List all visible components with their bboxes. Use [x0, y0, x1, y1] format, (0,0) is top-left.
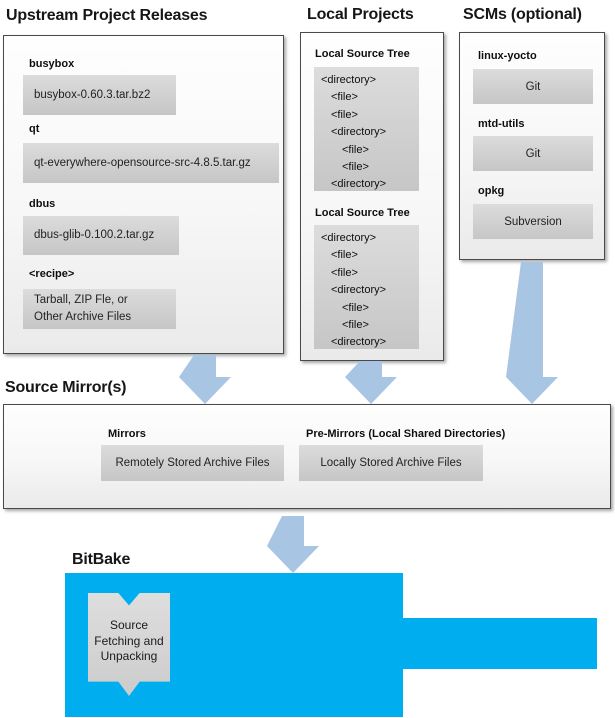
- source-mirrors-panel: Mirrors Remotely Stored Archive Files Pr…: [3, 404, 611, 509]
- scm-entry-label: linux-yocto: [478, 50, 537, 62]
- upstream-archive-box: dbus-glib-0.100.2.tar.gz: [23, 216, 179, 255]
- scms-panel: linux-yocto Git mtd-utils Git opkg Subve…: [459, 32, 605, 260]
- tree-line: <file>: [342, 301, 369, 314]
- upstream-archive-box: busybox-0.60.3.tar.bz2: [23, 75, 176, 115]
- tree-line: <file>: [331, 266, 358, 279]
- local-source-tree-box: <directory> <file> <file> <directory> <f…: [314, 67, 419, 191]
- archive-file-text: Other Archive Files: [34, 311, 132, 323]
- tree-line: <file>: [342, 319, 369, 332]
- tree-line: <directory>: [321, 74, 377, 86]
- tree-line: <file>: [331, 91, 358, 104]
- scms-title: SCMs (optional): [463, 6, 582, 23]
- local-source-tree-box: <directory> <file> <file> <directory> <f…: [314, 225, 419, 349]
- process-step-text: Source: [109, 618, 149, 633]
- scm-box: Subversion: [473, 204, 593, 239]
- upstream-entry-label: qt: [29, 123, 40, 135]
- premirrors-label: Pre-Mirrors (Local Shared Directories): [306, 428, 506, 440]
- upstream-archive-box: qt-everywhere-opensource-src-4.8.5.tar.g…: [23, 143, 279, 183]
- archive-file-text: Tarball, ZIP Fle, or: [34, 294, 128, 306]
- tree-line: <file>: [342, 161, 369, 174]
- local-source-tree-label: Local Source Tree: [315, 207, 410, 219]
- scm-name-text: Subversion: [504, 215, 562, 228]
- bitbake-title: BitBake: [72, 551, 131, 568]
- tree-line: <file>: [331, 249, 358, 262]
- tree-line: <directory>: [331, 336, 387, 349]
- scm-box: Git: [473, 69, 593, 104]
- premirrors-archive-text: Locally Stored Archive Files: [320, 457, 462, 469]
- tree-line: <directory>: [331, 126, 387, 139]
- upstream-title: Upstream Project Releases: [6, 7, 208, 24]
- scm-box: Git: [473, 136, 593, 171]
- flow-arrow-upstream-icon: [179, 355, 231, 404]
- archive-file-text: qt-everywhere-opensource-src-4.8.5.tar.g…: [34, 156, 251, 169]
- mirrors-label: Mirrors: [108, 428, 146, 440]
- local-projects-panel: Local Source Tree <directory> <file> <fi…: [300, 32, 444, 361]
- scm-entry-label: opkg: [478, 185, 505, 197]
- archive-file-text: dbus-glib-0.100.2.tar.gz: [34, 229, 155, 241]
- bitbake-output-band: [403, 618, 597, 669]
- source-fetching-ribbon: Source Fetching and Unpacking: [88, 593, 170, 696]
- source-mirrors-title: Source Mirror(s): [5, 379, 127, 396]
- tree-line: <directory>: [331, 178, 387, 191]
- mirrors-archive-text: Remotely Stored Archive Files: [115, 457, 270, 469]
- local-projects-title: Local Projects: [307, 6, 414, 23]
- local-source-tree-label: Local Source Tree: [315, 48, 410, 60]
- upstream-archive-box: Tarball, ZIP Fle, or Other Archive Files: [23, 289, 176, 329]
- flow-arrow-mirrors-icon: [267, 516, 319, 573]
- tree-line: <directory>: [321, 232, 377, 244]
- premirrors-archive-box: Locally Stored Archive Files: [299, 445, 483, 481]
- tree-line: <directory>: [331, 284, 387, 297]
- upstream-entry-label: dbus: [29, 198, 56, 210]
- archive-file-text: busybox-0.60.3.tar.bz2: [34, 88, 151, 101]
- tree-line: <file>: [342, 143, 369, 156]
- process-step-text: Fetching and: [94, 633, 164, 648]
- scm-name-text: Git: [525, 147, 541, 160]
- scm-name-text: Git: [525, 80, 541, 93]
- upstream-panel: busybox busybox-0.60.3.tar.bz2 qt qt-eve…: [3, 35, 284, 354]
- process-step-text: Unpacking: [100, 649, 158, 664]
- upstream-entry-label: busybox: [29, 58, 75, 70]
- upstream-entry-label: <recipe>: [29, 268, 75, 280]
- scm-entry-label: mtd-utils: [478, 118, 525, 130]
- mirrors-archive-box: Remotely Stored Archive Files: [101, 445, 284, 481]
- flow-arrow-scms-icon: [506, 262, 558, 404]
- tree-line: <file>: [331, 108, 358, 121]
- flow-arrow-local-icon: [345, 361, 397, 404]
